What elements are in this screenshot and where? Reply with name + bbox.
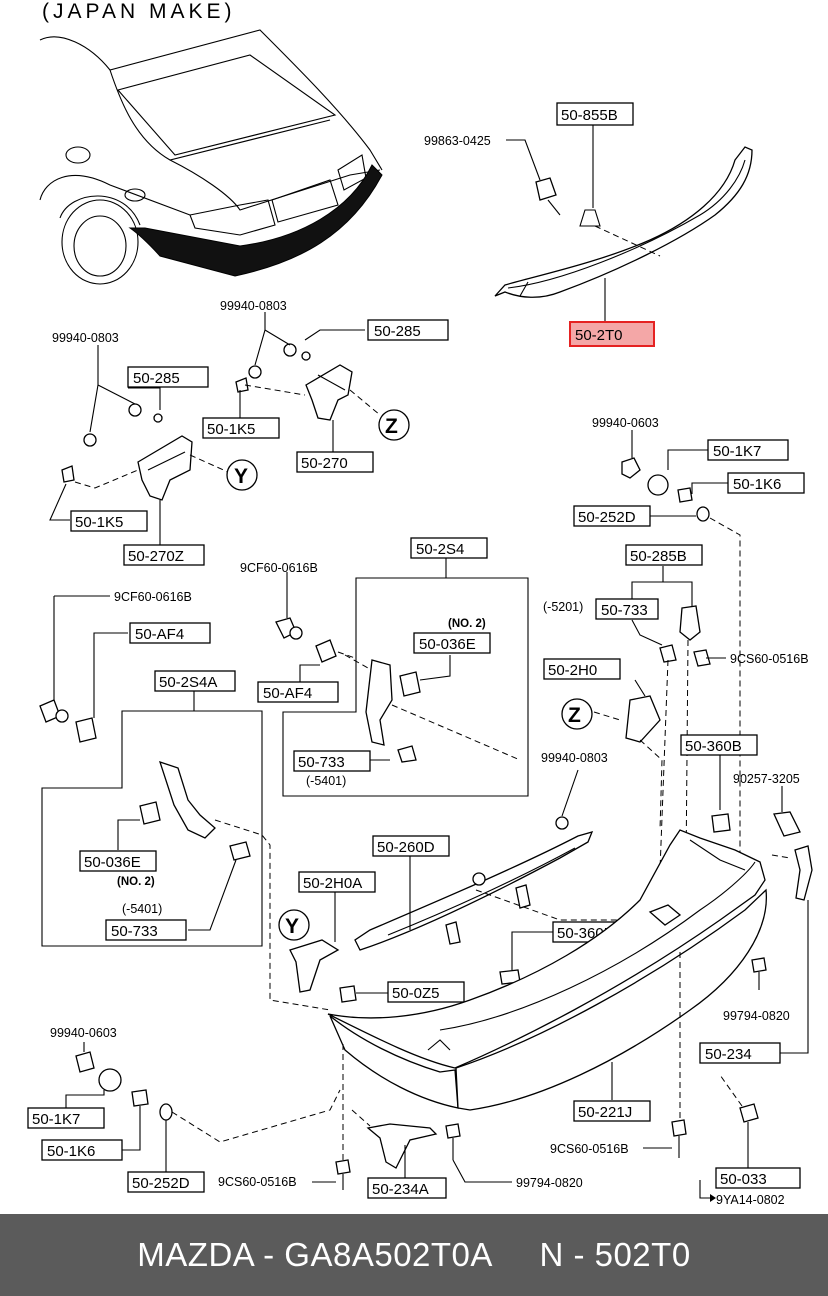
part-50-2t0-illustration	[494, 146, 753, 298]
bumper-cover-50-221j-illustration	[327, 829, 767, 1111]
callout-50-733-c: 50-733	[601, 602, 648, 619]
retainer-50-2s4-illustration	[365, 659, 421, 763]
callout-50-af4-b: 50-AF4	[135, 626, 184, 643]
callout-9cf60-0616b-a: 9CF60-0616B	[240, 561, 318, 575]
screw-and-clip-left	[39, 699, 97, 743]
reinforcement-50-260d-illustration	[354, 831, 594, 951]
highlight-target-box	[569, 321, 655, 347]
callout-99940-0803-b: 99940-0803	[52, 331, 119, 345]
callout-9ya14-0802: 9YA14-0802	[716, 1193, 785, 1207]
callout-50-2h0a: 50-2H0A	[303, 875, 362, 892]
callout-50-855b: 50-855B	[561, 107, 618, 124]
car-illustration	[39, 29, 383, 285]
callout-50-1k7-b: 50-1K7	[32, 1111, 80, 1128]
callout-5401-a: (-5401)	[306, 774, 346, 788]
callout-50-2h0: 50-2H0	[548, 662, 597, 679]
callout-50-285-b: 50-285	[133, 370, 180, 387]
reference-z-a: Z	[385, 415, 398, 438]
bracket-50-2h0a-illustration	[289, 939, 340, 993]
callout-50-033: 50-033	[720, 1171, 767, 1188]
reference-y-a: Y	[234, 465, 248, 488]
bracket-50-285b-illustration	[625, 605, 711, 743]
callout-50-221j: 50-221J	[578, 1104, 632, 1121]
bracket-50-270-illustration	[235, 343, 353, 421]
callout-50-036e-a: 50-036E	[419, 636, 476, 653]
callout-99794-0820-a: 99794-0820	[723, 1009, 790, 1023]
reference-z-b: Z	[568, 704, 581, 727]
callout-50-2s4a: 50-2S4A	[159, 674, 217, 691]
callout-90257-3205: 90257-3205	[733, 772, 800, 786]
callout-50-733-b: 50-733	[111, 923, 158, 940]
callout-no2-a: (NO. 2)	[448, 618, 486, 630]
callout-50-285-a: 50-285	[374, 323, 421, 340]
pad-50-360b-a-icon	[711, 813, 731, 833]
screw-99863-icon	[535, 177, 561, 216]
callout-50-af4-a: 50-AF4	[263, 685, 312, 702]
callout-99940-0803-a: 99940-0803	[220, 299, 287, 313]
callout-50-260d: 50-260D	[377, 839, 435, 856]
callout-9cs60-0516b-b: 9CS60-0516B	[218, 1175, 297, 1189]
bracket-50-234-illustration	[794, 845, 813, 901]
callout-50-360b-a: 50-360B	[685, 738, 742, 755]
callout-50-1k6-b: 50-1K6	[47, 1143, 95, 1160]
callout-no2-b: (NO. 2)	[117, 876, 155, 888]
bracket-50-270z-illustration	[61, 403, 193, 501]
callout-50-2s4: 50-2S4	[416, 541, 464, 558]
callout-50-733-a: 50-733	[298, 754, 345, 771]
nut-and-bushing-illustration	[621, 457, 710, 522]
callout-99863-0425: 99863-0425	[424, 134, 491, 148]
callout-50-234: 50-234	[705, 1046, 752, 1063]
clip-50-0z5-icon	[339, 985, 357, 1003]
bolt-99794-0820-b-icon	[445, 1123, 461, 1160]
callout-99940-0603-e: 99940-0603	[50, 1026, 117, 1040]
callout-5401-b: (-5401)	[122, 902, 162, 916]
callout-9cf60-0616b-b: 9CF60-0616B	[114, 590, 192, 604]
callout-50-270z: 50-270Z	[128, 548, 184, 565]
screw-9cs60-0516b-b-icon	[335, 1159, 351, 1190]
strip-50-234a-illustration	[366, 1123, 438, 1169]
part-number-text: MAZDA - GA8A502T0A N - 502T0	[137, 1236, 691, 1273]
clip-90257-icon	[773, 811, 801, 837]
callout-9cs60-0516b-c: 9CS60-0516B	[550, 1142, 629, 1156]
callout-50-2t0: 50-2T0	[575, 327, 623, 344]
callout-50-285b: 50-285B	[630, 548, 687, 565]
screw-and-clip-center	[275, 617, 337, 663]
callout-99940-0803-d: 99940-0803	[541, 751, 608, 765]
callout-50-1k5-b: 50-1K5	[75, 514, 123, 531]
callout-9cs60-0516b-a: 9CS60-0516B	[730, 652, 809, 666]
callout-99940-0603-c: 99940-0603	[592, 416, 659, 430]
callout-50-270: 50-270	[301, 455, 348, 472]
callout-99794-0820-b: 99794-0820	[516, 1176, 583, 1190]
parts-diagram: (JAPAN MAKE) 50-855B 99863-0425 50-2T0	[27, 0, 813, 1207]
callout-50-036e-b: 50-036E	[84, 854, 141, 871]
clip-50-033-icon	[739, 1103, 759, 1123]
callout-5201: (-5201)	[543, 600, 583, 614]
retainer-50-2s4a-illustration	[139, 760, 251, 861]
callout-50-1k5-a: 50-1K5	[207, 421, 255, 438]
bolt-99794-0820-a-icon	[751, 957, 767, 990]
callout-50-252d-a: 50-252D	[578, 509, 636, 526]
callout-50-0z5: 50-0Z5	[392, 985, 440, 1002]
callout-50-1k6-a: 50-1K6	[733, 476, 781, 493]
reference-y-b: Y	[285, 915, 299, 938]
header-note: (JAPAN MAKE)	[42, 0, 235, 23]
part-number-footer: MAZDA - GA8A502T0A N - 502T0	[0, 1214, 828, 1296]
screw-9cs60-0516b-c-icon	[671, 1119, 687, 1158]
callout-50-252d-b: 50-252D	[132, 1175, 190, 1192]
callout-50-1k7-a: 50-1K7	[713, 443, 761, 460]
callout-50-234a: 50-234A	[372, 1181, 429, 1198]
